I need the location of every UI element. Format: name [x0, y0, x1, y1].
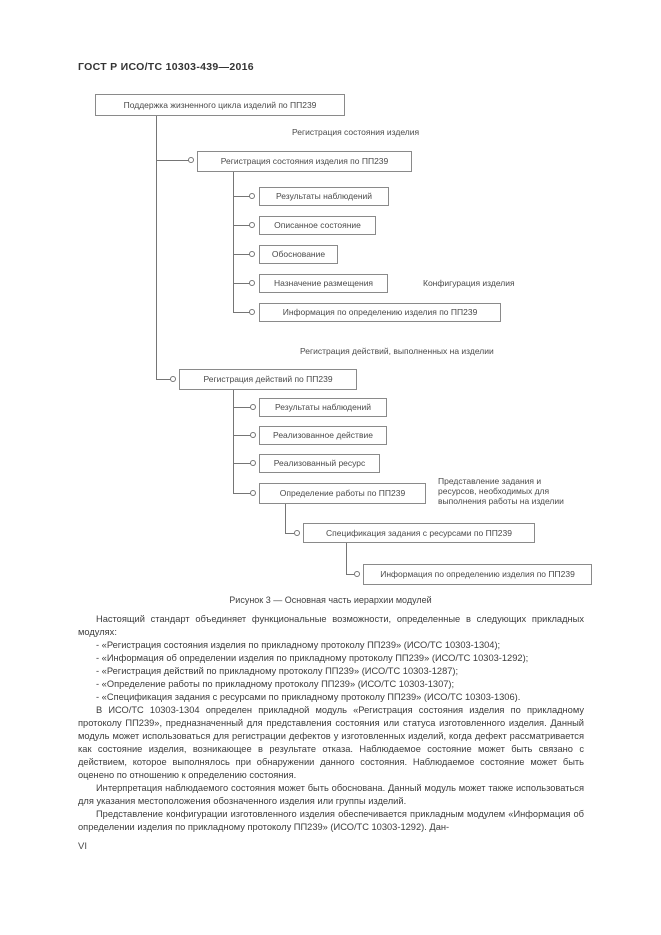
body-text: Настоящий стандарт объединяет функционал…: [78, 613, 584, 834]
diagram-box-child: Обоснование: [259, 245, 338, 264]
connector-line: [285, 533, 294, 534]
diagram-box-child: Назначение размещения: [259, 274, 388, 293]
connector-line: [233, 283, 250, 284]
connector-node: [354, 571, 360, 577]
connector-node: [249, 251, 255, 257]
diagram-box-sub1: Спецификация задания с ресурсами по ПП23…: [303, 523, 535, 543]
diagram-section-label: Регистрация состояния изделия: [292, 127, 420, 137]
diagram-box-child: Результаты наблюдений: [259, 187, 389, 206]
diagram-box-child: Описанное состояние: [259, 216, 376, 235]
connector-line: [233, 493, 251, 494]
connector-line: [233, 254, 250, 255]
diagram-box-child: Информация по определению изделия по ПП2…: [259, 303, 501, 322]
connector-line: [233, 463, 251, 464]
connector-node: [294, 530, 300, 536]
figure-caption: Рисунок 3 — Основная часть иерархии моду…: [229, 595, 432, 605]
connector-line: [233, 407, 251, 408]
connector-line: [233, 312, 250, 313]
connector-node: [249, 309, 255, 315]
connector-line: [233, 435, 251, 436]
list-item: - «Определение работы по прикладному про…: [96, 679, 455, 689]
paragraph: Настоящий стандарт объединяет функционал…: [78, 614, 584, 637]
diagram-box-branch2: Регистрация действий по ПП239: [179, 369, 357, 390]
page-number: VI: [78, 841, 87, 852]
connector-node: [249, 193, 255, 199]
connector-line: [346, 574, 354, 575]
connector-line: [233, 196, 250, 197]
list-item: - «Информация об определении изделия по …: [96, 653, 529, 663]
diagram-box-branch1: Регистрация состояния изделия по ПП239: [197, 151, 412, 172]
list-item: - «Регистрация состояния изделия по прик…: [96, 640, 501, 650]
connector-node: [170, 376, 176, 382]
diagram-section-label: Регистрация действий, выполненных на изд…: [300, 346, 494, 356]
paragraph: Интерпретация наблюдаемого состояния мож…: [78, 783, 584, 806]
list-item: - «Регистрация действий по прикладному п…: [96, 666, 459, 676]
list-item: - «Спецификация задания с ресурсами по п…: [96, 692, 521, 702]
connector-line: [233, 390, 234, 493]
diagram-box-child: Реализованное действие: [259, 426, 387, 445]
connector-node: [188, 157, 194, 163]
paragraph: Представление конфигурации изготовленног…: [78, 809, 584, 832]
connector-line: [285, 504, 286, 533]
connector-line: [233, 172, 234, 313]
connector-node: [249, 222, 255, 228]
diagram-side-label: Представление задания и ресурсов, необхо…: [438, 476, 564, 506]
diagram-box-root: Поддержка жизненного цикла изделий по ПП…: [95, 94, 345, 116]
connector-node: [250, 404, 256, 410]
connector-node: [249, 280, 255, 286]
paragraph: В ИСО/ТС 10303-1304 определен прикладной…: [78, 705, 584, 780]
diagram-box-sub2: Информация по определению изделия по ПП2…: [363, 564, 592, 585]
connector-line: [156, 160, 189, 161]
diagram-box-child: Определение работы по ПП239: [259, 483, 426, 504]
connector-node: [250, 460, 256, 466]
diagram-side-label: Конфигурация изделия: [423, 278, 515, 288]
connector-node: [250, 432, 256, 438]
diagram-box-child: Реализованный ресурс: [259, 454, 380, 473]
document-header: ГОСТ Р ИСО/ТС 10303-439—2016: [78, 61, 254, 73]
connector-line: [346, 543, 347, 574]
connector-node: [250, 490, 256, 496]
diagram-box-child: Результаты наблюдений: [259, 398, 387, 417]
connector-line: [156, 379, 171, 380]
connector-line: [233, 225, 250, 226]
connector-line: [156, 116, 157, 380]
